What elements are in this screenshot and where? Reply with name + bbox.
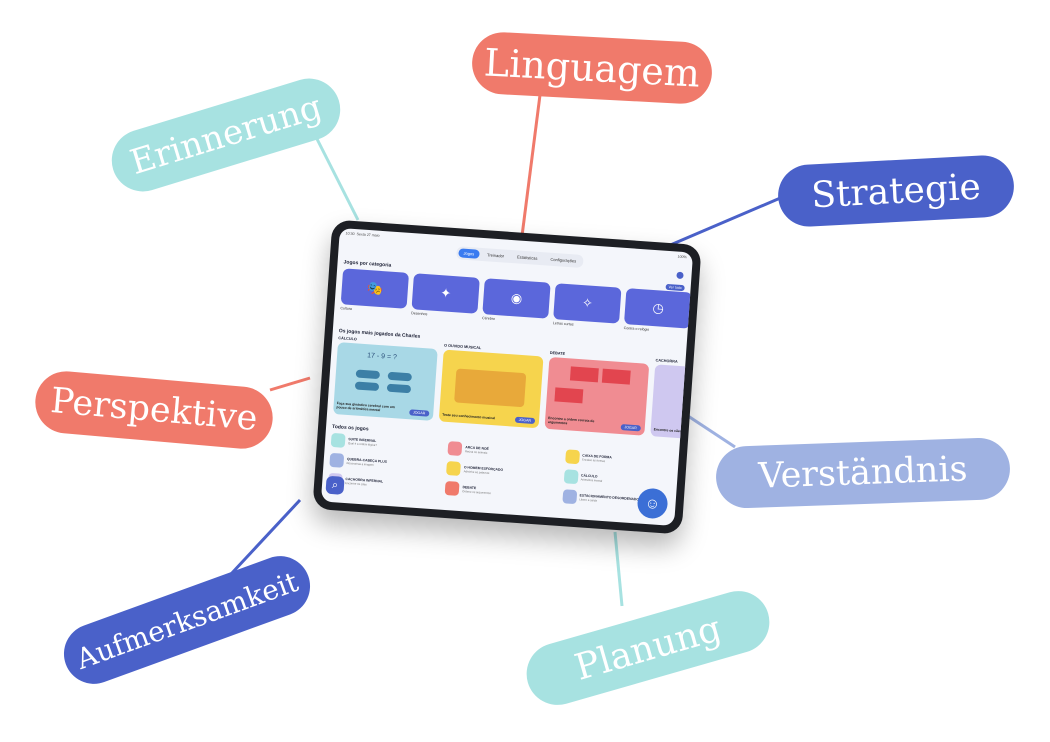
game-icon bbox=[329, 452, 345, 468]
brain-icon: ◉ bbox=[482, 278, 551, 319]
category-letras-curtas[interactable]: ✧ Letras curtas bbox=[553, 283, 622, 330]
category-desenhos[interactable]: ✦ Desenhos bbox=[411, 273, 480, 320]
play-button[interactable]: JOGAR bbox=[514, 416, 536, 425]
most-played-cards: CÁLCULO 17 - 9 = ? Faça sua ginástica ce… bbox=[332, 336, 694, 444]
category-row: 🎭 Cultura ✦ Desenhos ◉ Cérebro ✧ Letras … bbox=[340, 268, 693, 335]
label-verstaendnis: Verständnis bbox=[715, 436, 1011, 510]
category-cultura[interactable]: 🎭 Cultura bbox=[340, 268, 410, 315]
game-icon bbox=[447, 441, 463, 457]
theater-masks-icon: 🎭 bbox=[340, 268, 410, 309]
answer-option bbox=[386, 383, 412, 394]
argument-box bbox=[601, 368, 631, 385]
card-description: Encontre os cães bbox=[653, 427, 682, 434]
star-icon: ✧ bbox=[553, 283, 622, 324]
card-body: Encontre a ordem correta de argumentos J… bbox=[544, 356, 650, 436]
card-body: Encontre os cães bbox=[650, 364, 694, 444]
label-linguagem: Linguagem bbox=[470, 30, 714, 106]
game-subtitle: Encaixe as formas bbox=[581, 457, 606, 464]
label-strategie: Strategie bbox=[776, 153, 1016, 229]
connector-erinnerung bbox=[313, 134, 360, 221]
play-button[interactable]: JOGAR bbox=[620, 424, 641, 432]
card-description: Teste seu conhecimento musical bbox=[442, 412, 496, 421]
card-description: Faça sua ginástica cerebral com um pouco… bbox=[336, 401, 395, 413]
tab-estatisticas[interactable]: Estatísticas bbox=[516, 254, 538, 261]
person-icon: ☺ bbox=[644, 494, 661, 513]
battery-status: 100% bbox=[677, 254, 687, 260]
play-button[interactable]: JOGAR bbox=[408, 409, 430, 417]
all-games-title: Todos os jogos bbox=[331, 423, 369, 433]
tab-treinador[interactable]: Treinador bbox=[486, 252, 505, 259]
sparkle-icon: ✦ bbox=[411, 273, 480, 314]
answer-option bbox=[355, 369, 381, 380]
game-icon bbox=[330, 432, 346, 448]
status-time: 10:30 bbox=[345, 231, 355, 237]
game-icon bbox=[444, 480, 460, 496]
connector-planung bbox=[613, 531, 624, 607]
category-cerebro[interactable]: ◉ Cérebro bbox=[482, 278, 551, 325]
tablet-frame: 10:30 Sexta 27 maio 100% Jogos Treinador… bbox=[312, 219, 702, 535]
card-description: Encontre a ordem correta de argumentos bbox=[547, 415, 595, 426]
connector-strategie bbox=[667, 194, 786, 248]
card-body: Teste seu conhecimento musical JOGAR bbox=[438, 349, 544, 429]
music-board-illustration bbox=[454, 368, 527, 408]
card-equation: 17 - 9 = ? bbox=[366, 352, 398, 362]
tablet-screen: 10:30 Sexta 27 maio 100% Jogos Treinador… bbox=[320, 227, 694, 527]
game-icon bbox=[561, 489, 577, 505]
game-subtitle: Aritmética mental bbox=[580, 477, 603, 483]
game-icon bbox=[446, 461, 462, 476]
search-icon: ⌕ bbox=[331, 478, 339, 491]
game-icon bbox=[564, 449, 580, 465]
game-card-calculo[interactable]: CÁLCULO 17 - 9 = ? Faça sua ginástica ce… bbox=[332, 336, 438, 421]
argument-box bbox=[569, 366, 599, 383]
category-contra-relogio[interactable]: ◷ Contra o relógio bbox=[624, 288, 693, 335]
game-card-cachorra[interactable]: CACHORRA Encontre os cães bbox=[650, 358, 694, 444]
game-subtitle: Qual é a ordem lógica? bbox=[347, 441, 377, 448]
tab-configuracoes[interactable]: Configurações bbox=[550, 256, 577, 264]
game-subtitle: Reúna os animais bbox=[464, 449, 488, 455]
card-body: 17 - 9 = ? Faça sua ginástica cerebral c… bbox=[332, 342, 438, 421]
avatar[interactable] bbox=[676, 271, 684, 280]
connector-verstaendnis bbox=[684, 412, 736, 449]
argument-box bbox=[554, 387, 584, 404]
tab-jogos[interactable]: Jogos bbox=[458, 248, 480, 259]
answer-option bbox=[387, 371, 413, 382]
game-card-debate[interactable]: DEBATE Encontre a ordem correta de argum… bbox=[544, 351, 650, 436]
game-card-ouvido-musical[interactable]: O OUVIDO MUSICAL Teste seu conhecimento … bbox=[438, 344, 544, 429]
categories-title: Jogos por categoria bbox=[343, 259, 392, 269]
answer-option bbox=[354, 381, 380, 392]
tablet-device: 10:30 Sexta 27 maio 100% Jogos Treinador… bbox=[312, 219, 702, 535]
clock-icon: ◷ bbox=[623, 288, 693, 329]
search-button[interactable]: ⌕ bbox=[325, 475, 345, 495]
connector-perspektive bbox=[269, 376, 311, 392]
status-date: Sexta 27 maio bbox=[356, 232, 380, 238]
game-icon bbox=[563, 469, 579, 485]
game-subtitle: Ordene os argumentos bbox=[462, 489, 491, 496]
connector-linguagem bbox=[520, 94, 542, 237]
